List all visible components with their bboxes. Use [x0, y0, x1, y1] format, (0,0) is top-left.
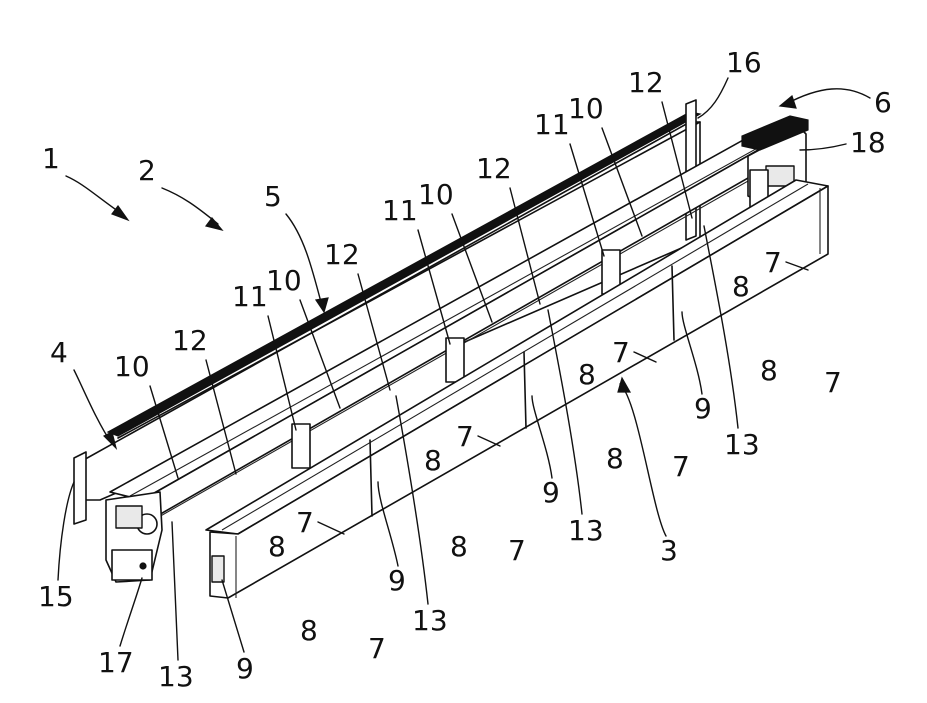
label-12b: 12 [324, 238, 360, 271]
label-12d: 12 [628, 66, 664, 99]
label-13c: 13 [568, 514, 604, 547]
label-12a: 12 [172, 324, 208, 357]
leader-16 [698, 78, 728, 118]
support-post-1 [292, 424, 310, 468]
leader-13a [172, 522, 178, 660]
label-8a: 8 [268, 530, 286, 563]
label-8c: 8 [578, 358, 596, 391]
arrow-2 [206, 218, 222, 230]
arrow-3 [618, 378, 630, 392]
leader-1 [66, 176, 122, 214]
leader-15 [58, 482, 74, 580]
label-10b: 10 [266, 264, 302, 297]
label-8c-lower: 8 [606, 442, 624, 475]
carrier-beam-under-line [150, 148, 806, 522]
leader-2 [162, 188, 218, 224]
label-8b-lower: 8 [450, 530, 468, 563]
label-7a: 7 [296, 506, 314, 539]
label-5: 5 [264, 180, 282, 213]
leader-6 [786, 89, 870, 104]
label-1: 1 [42, 142, 60, 175]
label-12c: 12 [476, 152, 512, 185]
leader-18 [800, 144, 846, 150]
label-9b: 9 [388, 564, 406, 597]
label-15: 15 [38, 580, 74, 613]
label-8a-lower: 8 [300, 614, 318, 647]
label-11b: 11 [382, 194, 418, 227]
label-17: 17 [98, 646, 134, 679]
end-plate-15 [74, 452, 86, 524]
label-13d: 13 [724, 428, 760, 461]
label-8d-lower: 8 [760, 354, 778, 387]
label-7d: 7 [764, 246, 782, 279]
label-10a: 10 [114, 350, 150, 383]
label-16: 16 [726, 46, 762, 79]
label-3: 3 [660, 534, 678, 567]
leader-4 [74, 370, 112, 444]
label-18: 18 [850, 126, 886, 159]
label-11a: 11 [232, 280, 268, 313]
label-8d: 8 [732, 270, 750, 303]
arrow-6 [780, 96, 796, 108]
label-13b: 13 [412, 604, 448, 637]
label-7d-lower: 7 [824, 366, 842, 399]
left-bracket-rivet [140, 563, 146, 569]
label-6: 6 [874, 86, 892, 119]
label-2: 2 [138, 154, 156, 187]
label-10d: 10 [568, 92, 604, 125]
label-7b-lower: 7 [508, 534, 526, 567]
leader-17 [120, 578, 142, 646]
left-bracket-window [116, 506, 142, 528]
label-8b: 8 [424, 444, 442, 477]
label-7a-lower: 7 [368, 632, 386, 665]
label-4: 4 [50, 336, 68, 369]
label-7b: 7 [456, 420, 474, 453]
label-7c: 7 [612, 336, 630, 369]
housing-end-slot [212, 556, 224, 582]
label-9a: 9 [236, 652, 254, 685]
label-11c: 11 [534, 108, 570, 141]
arrow-5 [316, 298, 328, 312]
label-9d: 9 [694, 392, 712, 425]
leader-3 [620, 384, 666, 536]
label-13a: 13 [158, 660, 194, 693]
label-7c-lower: 7 [672, 450, 690, 483]
support-post-2 [446, 338, 464, 382]
label-9c: 9 [542, 476, 560, 509]
label-10c: 10 [418, 178, 454, 211]
